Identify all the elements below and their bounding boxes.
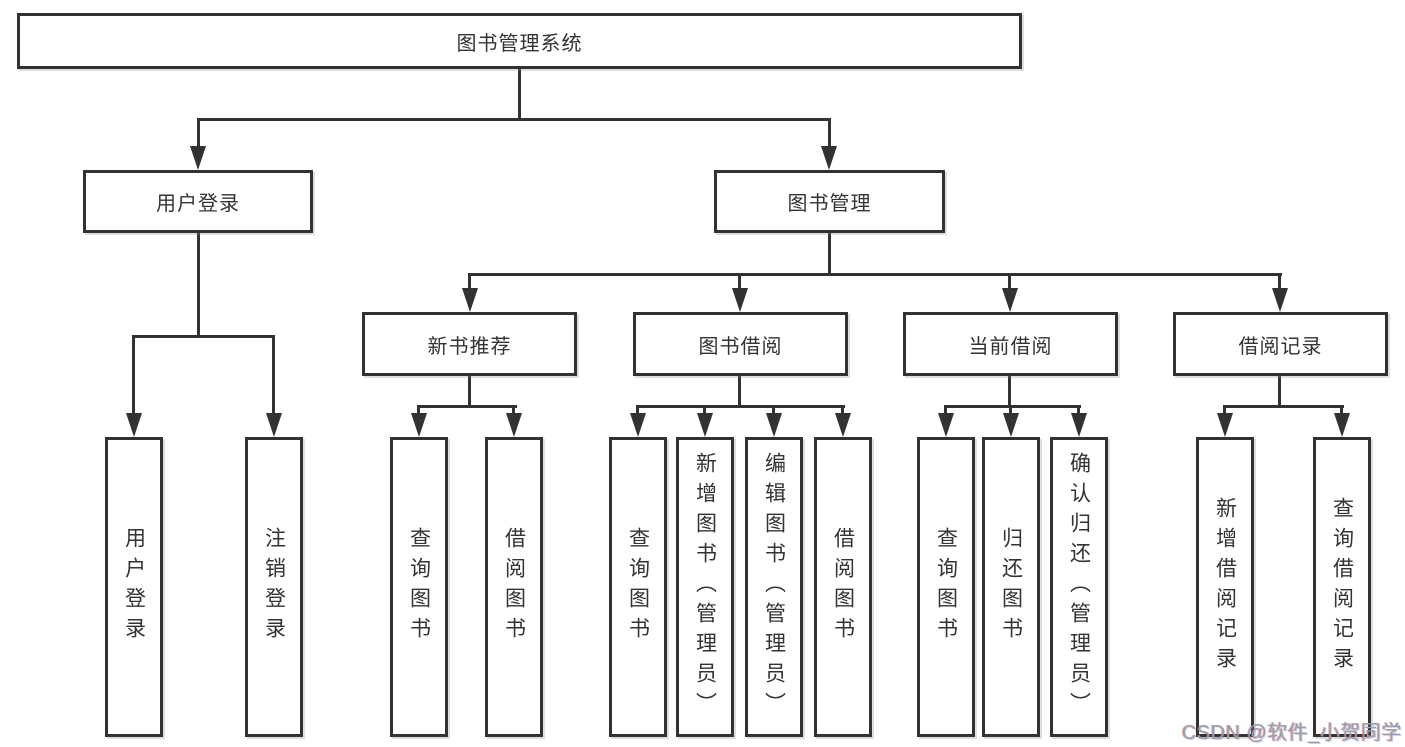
connector-line: [417, 405, 517, 408]
leaf-label: 归还图书: [999, 527, 1023, 647]
arrow-down-icon: [190, 146, 206, 170]
connector-line: [738, 273, 741, 291]
leaf-add-book-admin: 新增图书（管理员）: [676, 437, 734, 737]
connector-line: [272, 335, 275, 415]
arrow-down-icon: [630, 413, 646, 437]
arrow-down-icon: [1002, 288, 1018, 312]
leaf-label: 查询图书: [407, 527, 431, 647]
arrow-down-icon: [126, 413, 142, 437]
arrow-down-icon: [821, 146, 837, 170]
arrow-down-icon: [1272, 288, 1288, 312]
leaf-query-borrow-record: 查询借阅记录: [1313, 437, 1371, 737]
connector-line: [197, 118, 200, 152]
node-book-management: 图书管理: [714, 170, 945, 233]
node-current-borrow: 当前借阅: [903, 312, 1118, 376]
connector-line: [132, 335, 275, 338]
connector-line: [132, 335, 135, 415]
leaf-borrow-book: 借阅图书: [485, 437, 543, 737]
connector-line: [417, 405, 420, 417]
node-root: 图书管理系统: [17, 13, 1022, 69]
leaf-label: 查询借阅记录: [1330, 497, 1354, 677]
node-label: 图书管理系统: [456, 32, 583, 55]
connector-line: [512, 405, 515, 417]
leaf-label: 用户登录: [122, 527, 146, 647]
node-user-login: 用户登录: [83, 170, 313, 233]
leaf-return-book: 归还图书: [982, 437, 1040, 737]
connector-line: [1340, 405, 1343, 417]
leaf-confirm-return-admin: 确认归还（管理员）: [1050, 437, 1108, 737]
arrow-down-icon: [835, 413, 851, 437]
connector-line: [197, 118, 831, 121]
leaf-query-book: 查询图书: [917, 437, 975, 737]
arrow-down-icon: [411, 413, 427, 437]
connector-line: [841, 405, 844, 417]
arrow-down-icon: [732, 288, 748, 312]
arrow-down-icon: [697, 413, 713, 437]
arrow-down-icon: [1071, 413, 1087, 437]
arrow-down-icon: [506, 413, 522, 437]
connector-line: [1077, 405, 1080, 417]
connector-line: [636, 405, 639, 417]
node-new-book-recommend: 新书推荐: [362, 312, 577, 376]
leaf-edit-book-admin: 编辑图书（管理员）: [745, 437, 803, 737]
connector-line: [468, 376, 471, 406]
connector-line: [1008, 273, 1011, 291]
connector-line: [468, 273, 471, 291]
leaf-logout: 注销登录: [245, 437, 303, 737]
connector-line: [1223, 405, 1226, 417]
leaf-label: 新增图书（管理员）: [693, 452, 717, 722]
connector-line: [944, 405, 947, 417]
leaf-label: 编辑图书（管理员）: [762, 452, 786, 722]
connector-line: [469, 273, 1282, 276]
node-borrow-records: 借阅记录: [1173, 312, 1388, 376]
node-label: 借阅记录: [1238, 335, 1323, 358]
node-label: 图书管理: [787, 193, 872, 215]
connector-line: [1008, 376, 1011, 406]
csdn-watermark: CSDN @软件_小贺同学: [1181, 722, 1402, 744]
connector-line: [197, 233, 200, 335]
arrow-down-icon: [766, 413, 782, 437]
arrow-down-icon: [462, 288, 478, 312]
connector-line: [772, 405, 775, 417]
node-book-borrow: 图书借阅: [633, 312, 848, 376]
leaf-label: 确认归还（管理员）: [1067, 452, 1091, 722]
leaf-label: 借阅图书: [502, 527, 526, 647]
node-label: 用户登录: [156, 193, 240, 215]
arrow-down-icon: [1003, 413, 1019, 437]
leaf-label: 查询图书: [626, 527, 650, 647]
leaf-label: 新增借阅记录: [1213, 497, 1237, 677]
connector-line: [1223, 405, 1344, 408]
connector-line: [828, 118, 831, 152]
leaf-label: 借阅图书: [831, 527, 855, 647]
connector-line: [636, 405, 845, 408]
connector-line: [1278, 376, 1281, 406]
leaf-add-borrow-record: 新增借阅记录: [1196, 437, 1254, 737]
leaf-query-book: 查询图书: [390, 437, 448, 737]
connector-line: [738, 376, 741, 406]
leaf-query-book: 查询图书: [609, 437, 667, 737]
connector-line: [1278, 273, 1281, 291]
leaf-borrow-book: 借阅图书: [814, 437, 872, 737]
connector-line: [703, 405, 706, 417]
leaf-label: 注销登录: [262, 527, 286, 647]
node-label: 图书借阅: [698, 335, 783, 358]
connector-line: [518, 69, 521, 118]
arrow-down-icon: [1217, 413, 1233, 437]
connector-line: [1009, 405, 1012, 417]
arrow-down-icon: [266, 413, 282, 437]
connector-line: [944, 405, 1081, 408]
leaf-user-login: 用户登录: [105, 437, 163, 737]
arrow-down-icon: [938, 413, 954, 437]
node-label: 当前借阅: [968, 335, 1053, 358]
leaf-label: 查询图书: [934, 527, 958, 647]
connector-line: [828, 233, 831, 273]
node-label: 新书推荐: [427, 335, 512, 358]
arrow-down-icon: [1334, 413, 1350, 437]
